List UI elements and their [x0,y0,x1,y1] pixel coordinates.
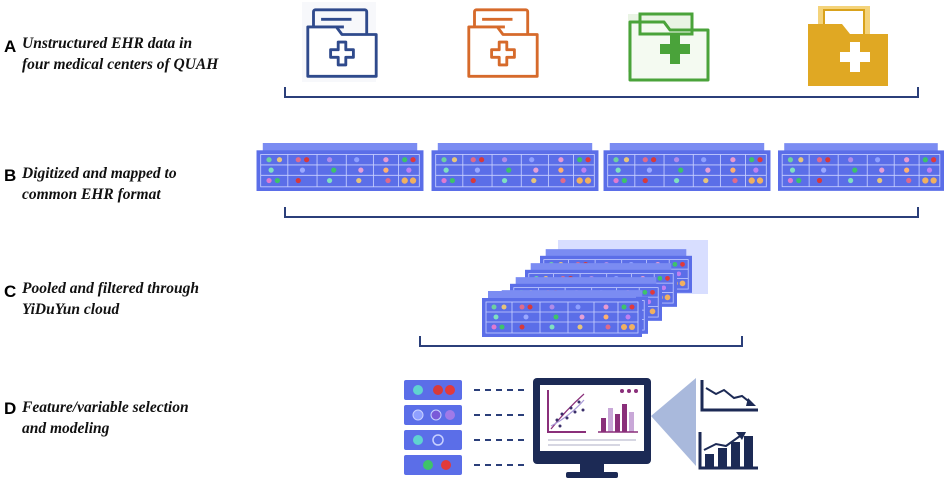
ehr-table-icon-1 [255,143,425,191]
feature-list [404,380,462,475]
bracket-c [419,336,743,347]
feature-bar-1 [404,380,462,400]
step-d-line-1: Feature/variable selection [22,399,189,416]
step-c-line-2: YiDuYun cloud [22,301,120,318]
step-a-label: Unstructured EHR data in four medical ce… [22,33,218,75]
step-c-label: Pooled and filtered through YiDuYun clou… [22,278,199,320]
step-a-letter: A [4,37,17,56]
ehr-table-icon-3 [602,143,772,191]
folder-plus-icon-blue [302,2,378,82]
step-d-label: Feature/variable selection and modeling [22,397,189,439]
bracket-a [284,87,919,98]
trend-up-bar-chart-icon [696,426,760,472]
step-d-line-2: and modeling [22,420,110,437]
folder-plus-icon-green [628,12,710,82]
step-b-line-1: Digitized and mapped to [22,165,177,182]
step-a-line-1: Unstructured EHR data in [22,35,193,52]
folder-plus-icon-orange [467,8,539,78]
step-c-line-1: Pooled and filtered through [22,280,199,297]
step-c-letter: C [4,282,17,301]
projection-beam [651,378,696,466]
step-d-letter: D [4,399,17,418]
feature-bar-2 [404,405,462,425]
step-b-letter: B [4,166,17,185]
feature-bar-4 [404,455,462,475]
pooled-table-stack [482,240,708,337]
folder-plus-icon-gold [808,6,888,86]
ehr-table-icon-4 [778,143,944,191]
step-b-line-2: common EHR format [22,186,161,203]
step-b-label: Digitized and mapped to common EHR forma… [22,163,177,205]
dashed-connectors [474,389,528,466]
bracket-b [284,207,919,218]
monitor-chart-icon [533,378,651,478]
ehr-table-icon-2 [430,143,600,191]
step-a-line-2: four medical centers of QUAH [22,56,219,73]
trend-down-chart-icon [696,376,760,422]
feature-bar-3 [404,430,462,450]
